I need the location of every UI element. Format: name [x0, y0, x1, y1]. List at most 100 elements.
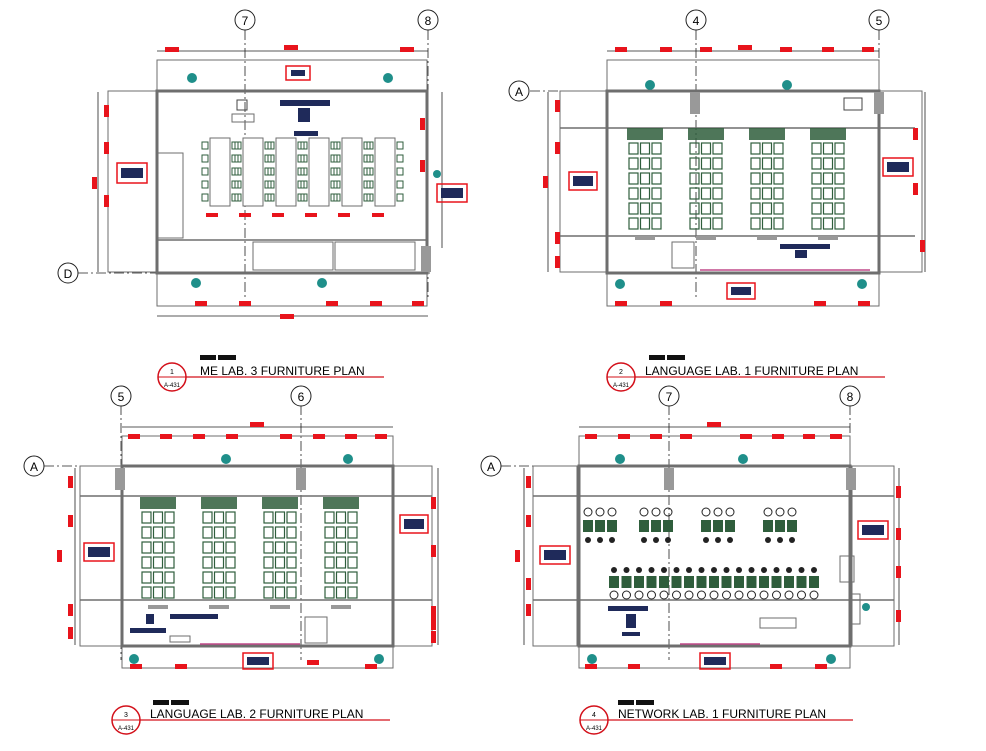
booth-header — [323, 497, 359, 509]
booth-seat — [834, 142, 845, 155]
booth-seat — [822, 202, 834, 215]
booth-seat — [822, 172, 834, 185]
booth-seat — [152, 586, 164, 599]
booth-seat — [639, 172, 651, 185]
booth-seat — [834, 217, 845, 230]
booth-seat — [761, 142, 773, 155]
booth-seat — [750, 202, 761, 215]
workstation — [771, 576, 782, 588]
red-tag-group — [92, 45, 468, 319]
plan-me-lab-3: 7 8 D — [57, 9, 468, 319]
lab-table — [209, 137, 231, 207]
red-tag-group — [515, 422, 901, 670]
booth-seat — [202, 526, 213, 539]
booth-seat — [164, 526, 175, 539]
booth-seat — [628, 157, 639, 170]
chair — [201, 193, 209, 202]
booth-seat — [213, 556, 225, 569]
booth-seat — [811, 142, 822, 155]
network-chair — [797, 590, 806, 600]
booth-seat — [225, 526, 236, 539]
network-chair — [747, 590, 756, 600]
booth-base — [757, 236, 777, 240]
lab-table — [341, 137, 363, 207]
booth-seat — [286, 586, 297, 599]
network-chair — [789, 537, 795, 543]
booth-seat — [213, 571, 225, 584]
title-block-1: 1 A-431 ME LAB. 3 FURNITURE PLAN — [157, 355, 384, 392]
grid-label: A — [515, 85, 523, 99]
chair — [234, 180, 242, 189]
booth-seat — [274, 571, 286, 584]
booth-seat — [274, 526, 286, 539]
workstation — [663, 520, 673, 532]
network-chair — [673, 567, 680, 573]
chair — [234, 154, 242, 163]
booth-seat — [822, 142, 834, 155]
booth-seat — [141, 511, 152, 524]
network-chair — [641, 537, 647, 543]
booth-seat — [141, 541, 152, 554]
chair — [300, 180, 308, 189]
sheet-ref: A-431 — [164, 383, 181, 389]
booth-seat — [811, 172, 822, 185]
booth-seat — [773, 202, 784, 215]
booth-seat — [761, 187, 773, 200]
booth-seat — [834, 157, 845, 170]
booth-seat — [712, 172, 723, 185]
booth-seat — [213, 586, 225, 599]
plan-title: LANGUAGE LAB. 1 FURNITURE PLAN — [645, 364, 858, 378]
workstation — [609, 576, 619, 588]
grid-bubble-col-b: 6 — [290, 385, 312, 407]
booth-seat — [164, 541, 175, 554]
grid-label: 5 — [876, 14, 883, 28]
network-chair — [661, 567, 667, 573]
booth-seat — [689, 187, 700, 200]
workstation — [721, 576, 732, 588]
grid-label: 6 — [298, 390, 305, 404]
booth-seat — [274, 556, 286, 569]
chair — [396, 141, 404, 150]
network-chair — [772, 590, 781, 600]
network-chair — [761, 567, 767, 573]
booth-seat — [689, 142, 700, 155]
network-chair — [648, 567, 655, 573]
booth-seat — [689, 202, 700, 215]
network-chair — [786, 567, 792, 573]
chair — [366, 154, 374, 163]
grid-bubble-row: A — [508, 80, 530, 102]
network-chair — [777, 537, 783, 543]
booth-seat — [639, 157, 651, 170]
booth-seat — [639, 142, 651, 155]
title-block-3: 3 A-431 LANGUAGE LAB. 2 FURNITURE PLAN — [111, 700, 390, 735]
booth-seat — [347, 541, 358, 554]
booth-seat — [773, 217, 784, 230]
booth-seat — [335, 511, 347, 524]
booth-seat — [651, 157, 662, 170]
network-chair — [653, 537, 659, 543]
booth-seat — [286, 541, 297, 554]
booth-seat — [750, 157, 761, 170]
booth-base — [270, 605, 290, 609]
network-chair — [775, 507, 785, 517]
plan-title: NETWORK LAB. 1 FURNITURE PLAN — [618, 707, 826, 721]
chair — [234, 193, 242, 202]
booth-seat — [202, 541, 213, 554]
network-chair — [809, 590, 819, 600]
network-chair — [684, 590, 694, 600]
workstation — [684, 576, 694, 588]
booth-seat — [225, 571, 236, 584]
booth-seat — [152, 511, 164, 524]
booth-seat — [202, 556, 213, 569]
network-chair — [634, 590, 644, 600]
grid-bubble-col-b: 5 — [868, 9, 890, 31]
booth-seat — [750, 172, 761, 185]
booth-seat — [324, 511, 335, 524]
workstation — [583, 520, 593, 532]
network-chair — [713, 507, 723, 517]
booth-base — [148, 605, 168, 609]
booth-seat — [700, 157, 712, 170]
booth-base — [635, 236, 655, 240]
network-chair — [609, 537, 615, 543]
